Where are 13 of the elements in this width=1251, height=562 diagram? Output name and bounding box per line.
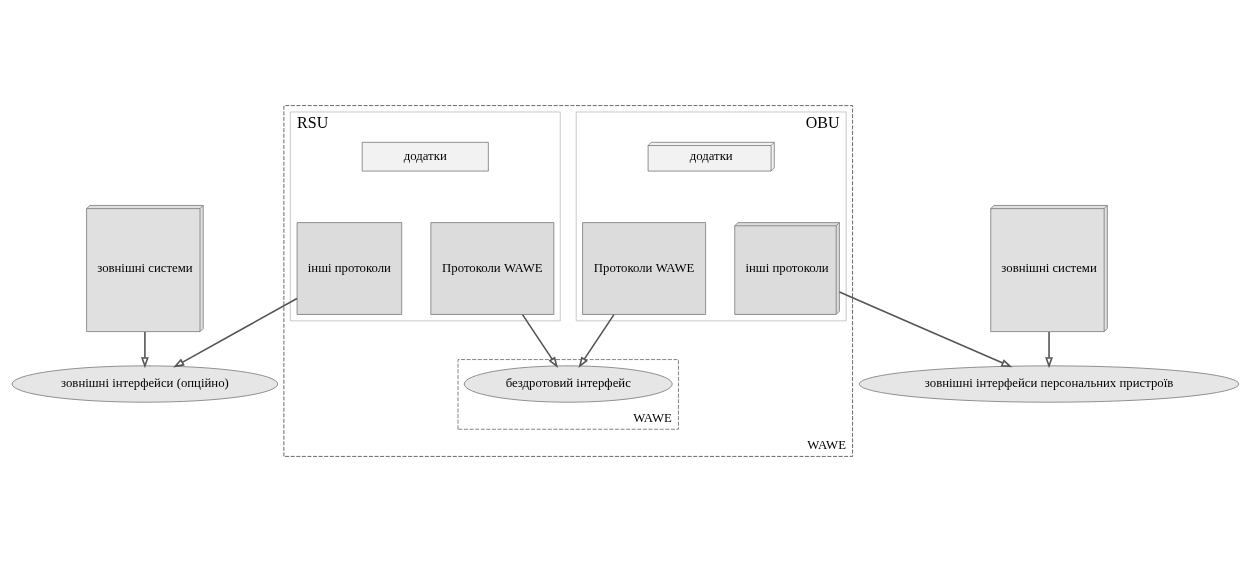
arrow — [521, 313, 559, 368]
arrow — [838, 291, 1013, 368]
node-box: інші протоколи — [296, 222, 403, 315]
arrow — [141, 331, 149, 369]
arrow — [578, 313, 615, 368]
arrow — [173, 297, 298, 368]
node-box: Протоколи WAWE — [430, 222, 555, 315]
node-ellipse: бездротовий інтерфейс — [463, 365, 673, 403]
node-ellipse: зовнішні інтерфейси персональних пристроїв — [858, 365, 1240, 403]
arrow — [1045, 331, 1053, 369]
node-box: Протоколи WAWE — [582, 222, 706, 315]
node-ellipse: зовнішні інтерфейси (опційно) — [11, 365, 279, 403]
node-box: додатки — [361, 141, 489, 172]
